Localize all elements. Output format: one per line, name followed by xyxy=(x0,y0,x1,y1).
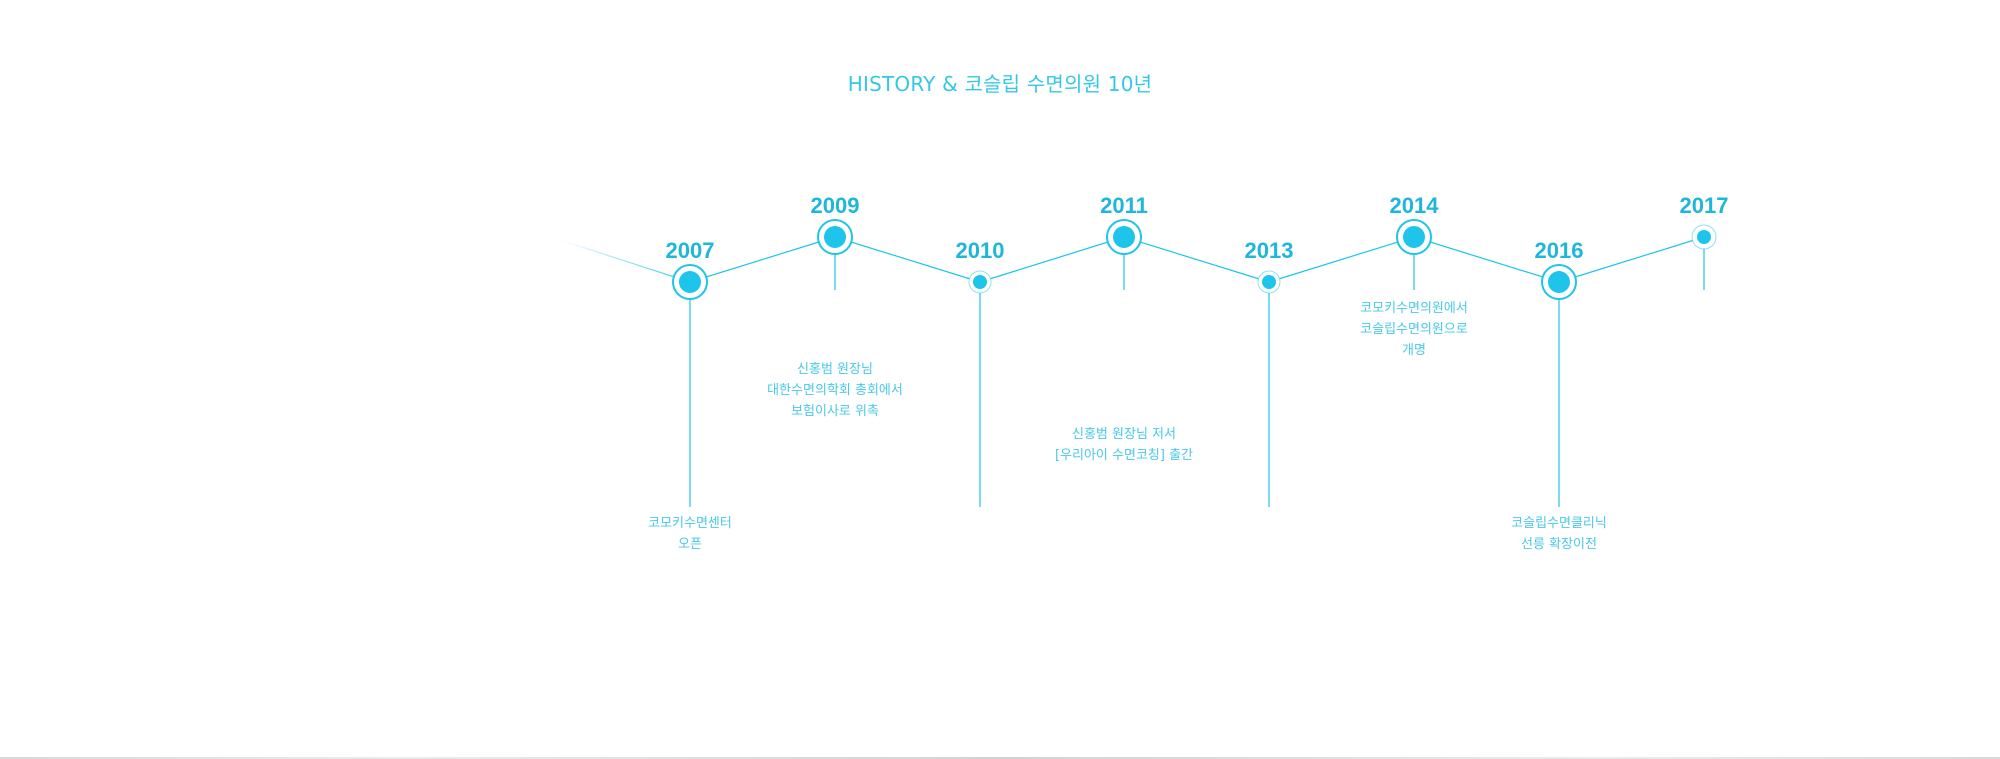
timeline-description-line: 오픈 xyxy=(678,537,702,552)
timeline-description-line: 신홍범 원장님 저서 xyxy=(1072,427,1176,442)
timeline-description-line: 선릉 확장이전 xyxy=(1521,537,1597,552)
timeline-nodes xyxy=(672,219,1717,300)
timeline-link xyxy=(1123,236,1270,283)
timeline-node xyxy=(1257,270,1281,294)
timeline-link xyxy=(1413,236,1560,283)
timeline-node xyxy=(1541,264,1577,300)
timeline-description-line: 신홍범 원장님 xyxy=(797,362,873,377)
timeline-description-line: 대한수면의학회 총회에서 xyxy=(767,383,903,398)
timeline-link xyxy=(1558,236,1705,283)
timeline-description-line: 코모키수면의원에서 xyxy=(1360,301,1468,316)
timeline-lead-in xyxy=(559,239,691,283)
timeline-node xyxy=(672,264,708,300)
bottom-divider xyxy=(0,757,2000,759)
timeline-year: 2016 xyxy=(1534,238,1584,263)
timeline-year: 2009 xyxy=(810,193,860,218)
timeline-year: 2017 xyxy=(1679,193,1729,218)
timeline-link xyxy=(979,236,1125,283)
timeline-node xyxy=(968,270,992,294)
timeline-node xyxy=(1396,219,1432,255)
timeline-year: 2014 xyxy=(1389,193,1439,218)
timeline-year: 2007 xyxy=(665,238,715,263)
timeline-links xyxy=(689,236,1705,283)
timeline-link xyxy=(689,236,836,283)
timeline-year: 2011 xyxy=(1100,193,1148,218)
timeline-node xyxy=(817,219,853,255)
timeline-description: 신홍범 원장님 저서 [우리아이 수면코칭] 출간 xyxy=(1014,424,1234,466)
timeline-description-line: 코모키수면센터 xyxy=(648,516,732,531)
timeline-year: 2013 xyxy=(1244,238,1294,263)
timeline-description-line: 코슬립수면클리닉 xyxy=(1511,516,1607,531)
timeline-link xyxy=(834,236,981,283)
timeline-description-line: 개명 xyxy=(1402,343,1426,358)
timeline-description-line: 코슬립수면의원으로 xyxy=(1360,322,1468,337)
timeline-link xyxy=(1268,236,1415,283)
timeline-year: 2010 xyxy=(955,238,1005,263)
timeline-node xyxy=(1106,219,1142,255)
page-title: HISTORY & 코슬립 수면의원 10년 xyxy=(847,72,1153,96)
timeline-description-line: 보험이사로 위촉 xyxy=(791,404,879,419)
timeline-stems xyxy=(689,237,1705,507)
timeline-description-line: [우리아이 수면코칭] 출간 xyxy=(1054,448,1193,463)
timeline-node xyxy=(1691,224,1717,250)
